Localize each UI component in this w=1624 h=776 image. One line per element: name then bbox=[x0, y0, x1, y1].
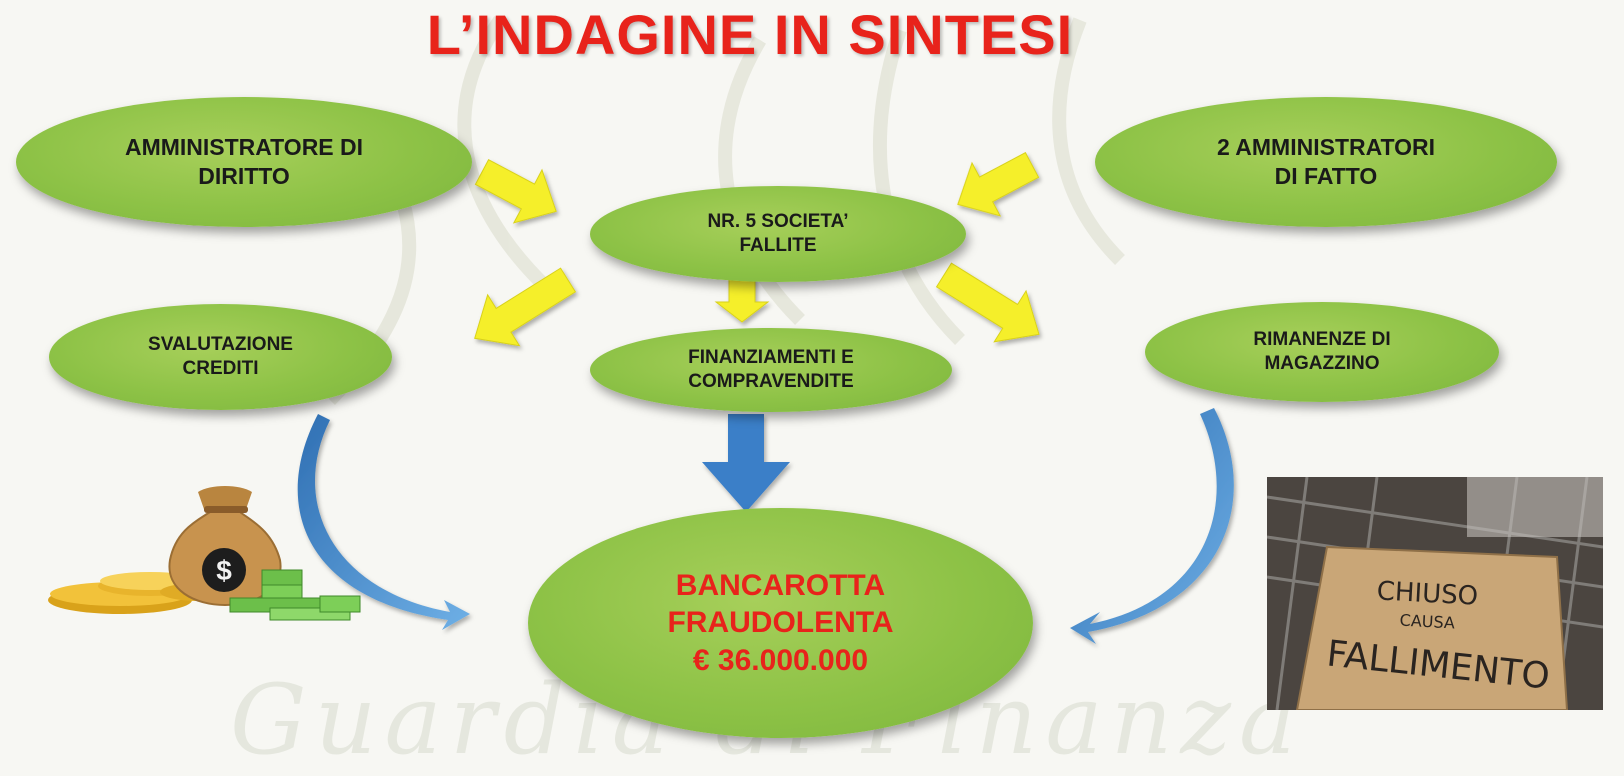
arrow-finanziamenti-to-bancarotta bbox=[702, 414, 790, 512]
slide-title: L’INDAGINE IN SINTESI bbox=[426, 3, 1074, 66]
node-societa-fallite: NR. 5 SOCIETA’ FALLITE bbox=[590, 186, 966, 282]
closed-shop-photo: CHIUSO CAUSA FALLIMENTO bbox=[1267, 477, 1603, 710]
money-bag-icon: $ bbox=[168, 486, 282, 606]
arrow-societa-to-svalutazione bbox=[474, 267, 577, 347]
node-svalutazione-crediti: SVALUTAZIONE CREDITI bbox=[49, 304, 392, 410]
banknotes-icon bbox=[229, 569, 361, 621]
arrow-fatto-to-societa bbox=[957, 151, 1040, 217]
node-label: RIMANENZE DI MAGAZZINO bbox=[1253, 329, 1391, 374]
node-label: AMMINISTRATORE DI DIRITTO bbox=[124, 134, 364, 189]
arrow-diritto-to-societa bbox=[474, 158, 557, 224]
arrow-svalutazione-to-bancarotta bbox=[297, 414, 470, 630]
node-amministratori-fatto: 2 AMMINISTRATORI DI FATTO bbox=[1095, 97, 1557, 227]
node-label: SVALUTAZIONE CREDITI bbox=[148, 334, 293, 379]
sign-text-chiuso: CHIUSO bbox=[1376, 576, 1479, 611]
node-label: FINANZIAMENTI E COMPRAVENDITE bbox=[688, 347, 854, 392]
closed-shop-image: CHIUSO CAUSA FALLIMENTO bbox=[1267, 477, 1603, 710]
arrow-societa-to-rimanenze bbox=[935, 262, 1040, 343]
arrow-rimanenze-to-bancarotta bbox=[1070, 408, 1234, 644]
node-label: NR. 5 SOCIETA’ FALLITE bbox=[707, 211, 849, 256]
node-finanziamenti: FINANZIAMENTI E COMPRAVENDITE bbox=[590, 328, 952, 412]
emblem-stroke bbox=[1052, 17, 1125, 265]
node-bancarotta: BANCAROTTA FRAUDOLENTA € 36.000.000 bbox=[528, 508, 1033, 738]
node-amministratore-diritto: AMMINISTRATORE DI DIRITTO bbox=[16, 97, 472, 227]
node-label: 2 AMMINISTRATORI DI FATTO bbox=[1216, 134, 1436, 189]
dollar-sign: $ bbox=[216, 555, 232, 586]
node-rimanenze: RIMANENZE DI MAGAZZINO bbox=[1145, 302, 1499, 402]
node-label: BANCAROTTA FRAUDOLENTA € 36.000.000 bbox=[667, 568, 894, 677]
sign-text-causa: CAUSA bbox=[1399, 611, 1455, 633]
